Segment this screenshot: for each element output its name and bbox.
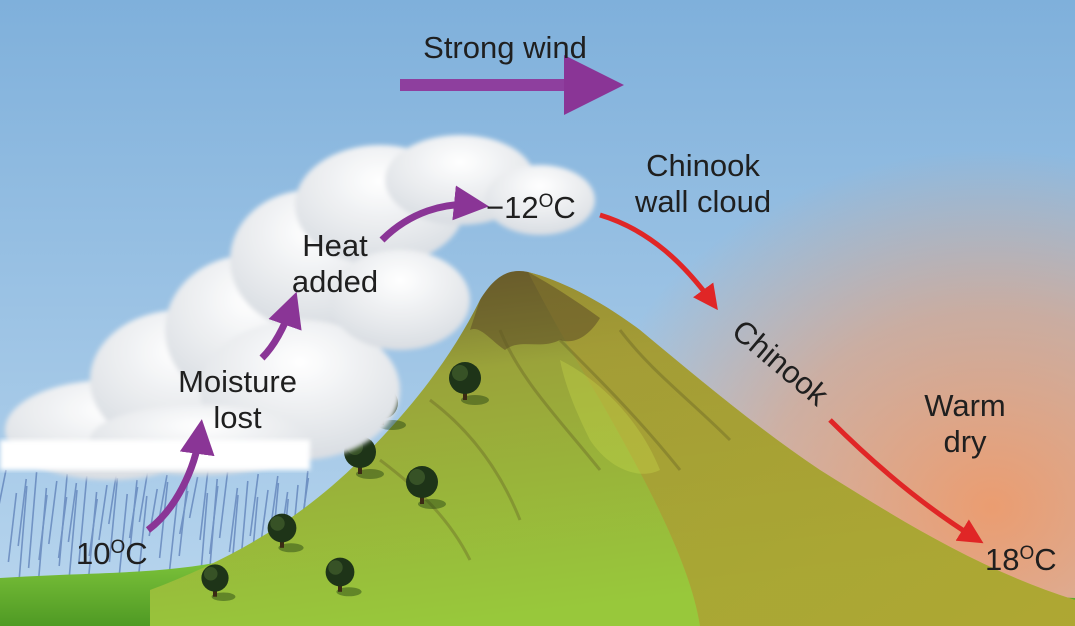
rain-streak (68, 489, 78, 581)
mountain-rock (470, 270, 600, 350)
rain-streak (0, 469, 7, 505)
tree (325, 557, 362, 597)
rain-streak (199, 469, 209, 541)
rise-arrow-middle (259, 291, 302, 361)
rain-streak (37, 487, 48, 583)
rain-streak (17, 478, 27, 547)
rain-streak (128, 479, 138, 561)
base-temp-degree: O (110, 537, 126, 558)
cloud (0, 135, 595, 480)
rain-streak (168, 497, 179, 573)
leeward-temp-degree: O (1019, 543, 1035, 564)
rain-streak (178, 483, 188, 557)
rain-streak (228, 487, 239, 553)
wall-cloud-line-1: Chinook (646, 148, 760, 183)
summit-temp-unit: C (553, 190, 576, 225)
base-temp-value: 10 (76, 536, 111, 571)
rise-arrow-upper (379, 185, 489, 243)
chinook-arrow-upper (599, 212, 718, 311)
moisture-line-2: lost (213, 400, 262, 435)
leeward-temp-value: 18 (985, 542, 1020, 577)
rain-streak (27, 471, 38, 569)
heat-added-label: Heat added (270, 228, 400, 300)
leeward-temp-unit: C (1034, 542, 1057, 577)
heat-line-2: added (291, 264, 379, 299)
rain-streak (108, 477, 119, 563)
rain-streak (158, 474, 168, 521)
rain-streak (7, 492, 18, 563)
tree (267, 513, 304, 553)
mountain-texture (379, 329, 732, 561)
rain-streak (188, 476, 199, 519)
rain-streak (78, 475, 88, 565)
rain-streak (18, 485, 28, 585)
rain-streak (67, 482, 78, 543)
strong-wind-label: Strong wind (423, 30, 587, 65)
mountain-highlight (560, 360, 660, 474)
rain-streak (48, 480, 58, 545)
chinook-wall-cloud-label: Chinook wall cloud (608, 148, 798, 220)
rain-streak (87, 491, 98, 579)
rise-arrow-lower (145, 419, 215, 533)
moisture-lost-label: Moisture lost (155, 364, 320, 436)
rain-streak (208, 478, 218, 577)
rain-streak (249, 473, 259, 537)
tree (406, 466, 446, 509)
tree (449, 362, 489, 405)
moisture-line-1: Moisture (178, 364, 297, 399)
tree (201, 564, 236, 601)
summit-temp-degree: O (538, 191, 554, 212)
warm-line-1: Warm (924, 388, 1006, 423)
summit-temp-value: −12 (486, 190, 539, 225)
summit-temperature: −12OC (486, 190, 576, 231)
rain-streak (138, 495, 148, 575)
wall-cloud-line-2: wall cloud (634, 184, 772, 219)
base-temperature: 10OC (76, 536, 148, 577)
base-temp-unit: C (125, 536, 148, 571)
mountain-lee-face (528, 272, 1075, 626)
warm-dry-label: Warm dry (900, 388, 1030, 460)
rain-streak (118, 493, 128, 577)
leeward-temperature: 18OC (985, 542, 1057, 583)
rain-streak (57, 496, 68, 559)
warm-line-2: dry (943, 424, 987, 459)
rain-streak (138, 472, 149, 523)
heat-line-1: Heat (302, 228, 368, 263)
rain-streak (98, 484, 108, 541)
chinook-arrow-lower (828, 418, 984, 544)
rain-streak (218, 471, 229, 539)
